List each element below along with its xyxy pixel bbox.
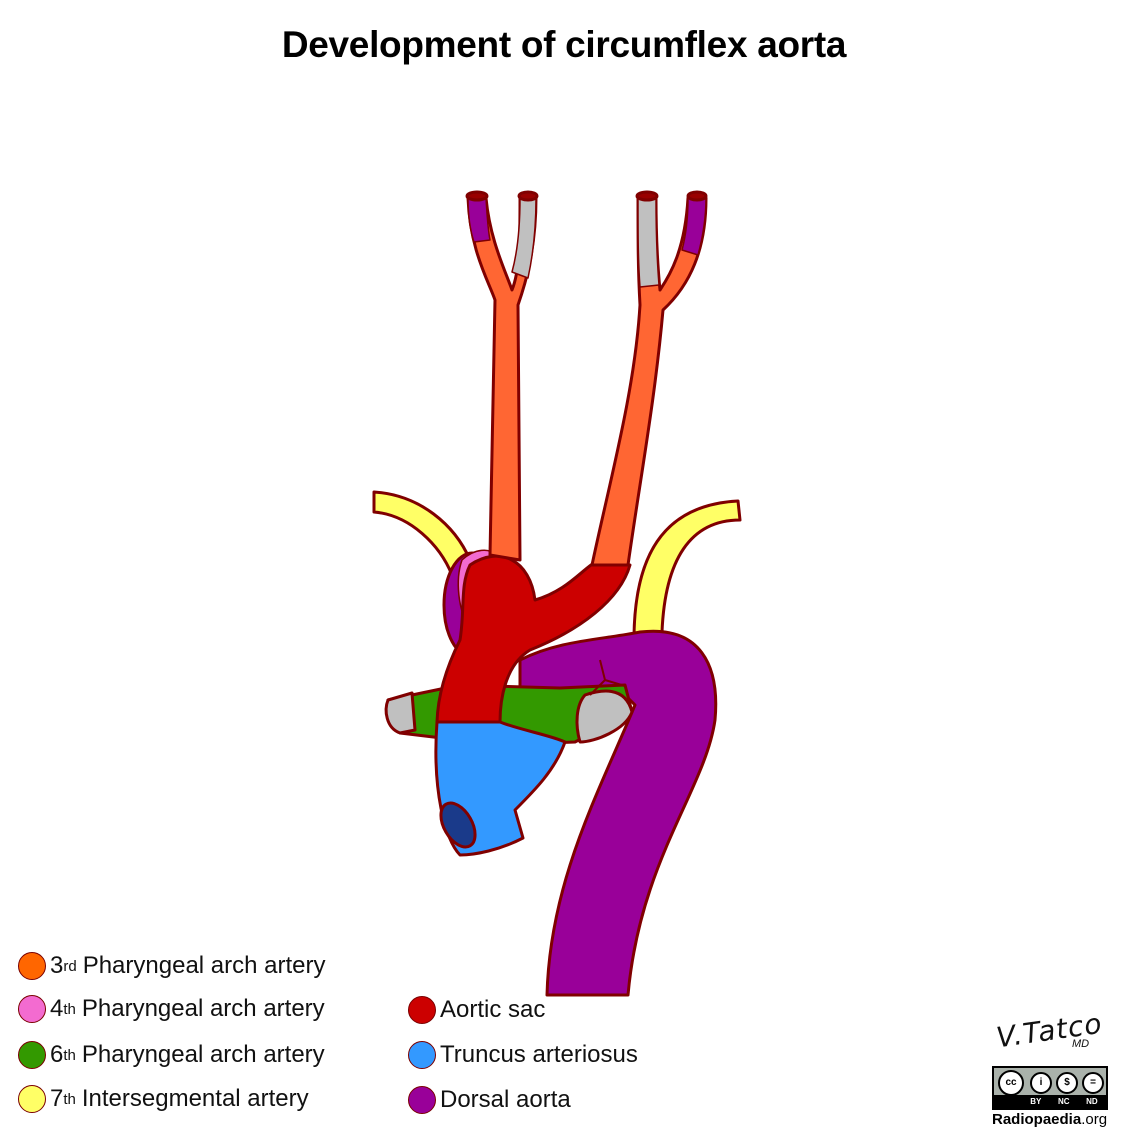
legend-swatch (18, 1085, 46, 1113)
legend-swatch (18, 995, 46, 1023)
legend-label: Aortic sac (440, 996, 546, 1023)
right-dorsal-top-segment (681, 197, 707, 256)
legend-label: Pharyngeal arch artery (81, 995, 325, 1022)
author-suffix: MD (1072, 1038, 1090, 1050)
noncommercial-icon: $ (1056, 1072, 1078, 1094)
legend-label: Pharyngeal arch artery (82, 952, 326, 979)
by-attribution-icon: i (1030, 1072, 1052, 1094)
left-sixth-regressed (384, 691, 417, 735)
license-terms: BY NC ND (994, 1095, 1106, 1108)
diagram-title: Development of circumflex aorta (281, 24, 847, 65)
legend-label: Pharyngeal arch artery (81, 1041, 325, 1068)
legend-swatch (18, 1041, 46, 1069)
legend-label: Dorsal aorta (440, 1086, 571, 1113)
left-regressed-top-segment (511, 197, 537, 279)
legend-item-dorsal-aorta: Dorsal aorta (408, 1086, 571, 1114)
legend-swatch (408, 996, 436, 1024)
truncus-opening (439, 801, 477, 849)
cc-license-badge: cc i $ = BY NC ND (992, 1066, 1108, 1110)
noderivatives-icon: = (1082, 1072, 1104, 1094)
aortic-sac (435, 554, 632, 724)
legend-item-truncus-arteriosus: Truncus arteriosus (408, 1041, 638, 1069)
cc-icon: cc (998, 1070, 1024, 1096)
legend-label: Truncus arteriosus (440, 1041, 638, 1068)
legend-swatch (408, 1041, 436, 1069)
left-dorsal-top-segment (467, 197, 491, 243)
right-sixth-regressed (575, 689, 634, 744)
legend-label: Intersegmental artery (81, 1085, 309, 1112)
right-regressed-top-segment (637, 197, 660, 288)
legend-swatch (18, 952, 46, 980)
right-seventh-intersegmental-artery (632, 499, 742, 638)
legend-swatch (408, 1086, 436, 1114)
legend-item-aortic-sac: Aortic sac (408, 996, 545, 1024)
right-third-arch-artery (590, 196, 708, 567)
radiopaedia-logo-text: Radiopaedia.org (992, 1111, 1108, 1128)
ductus-remnant (589, 659, 626, 696)
